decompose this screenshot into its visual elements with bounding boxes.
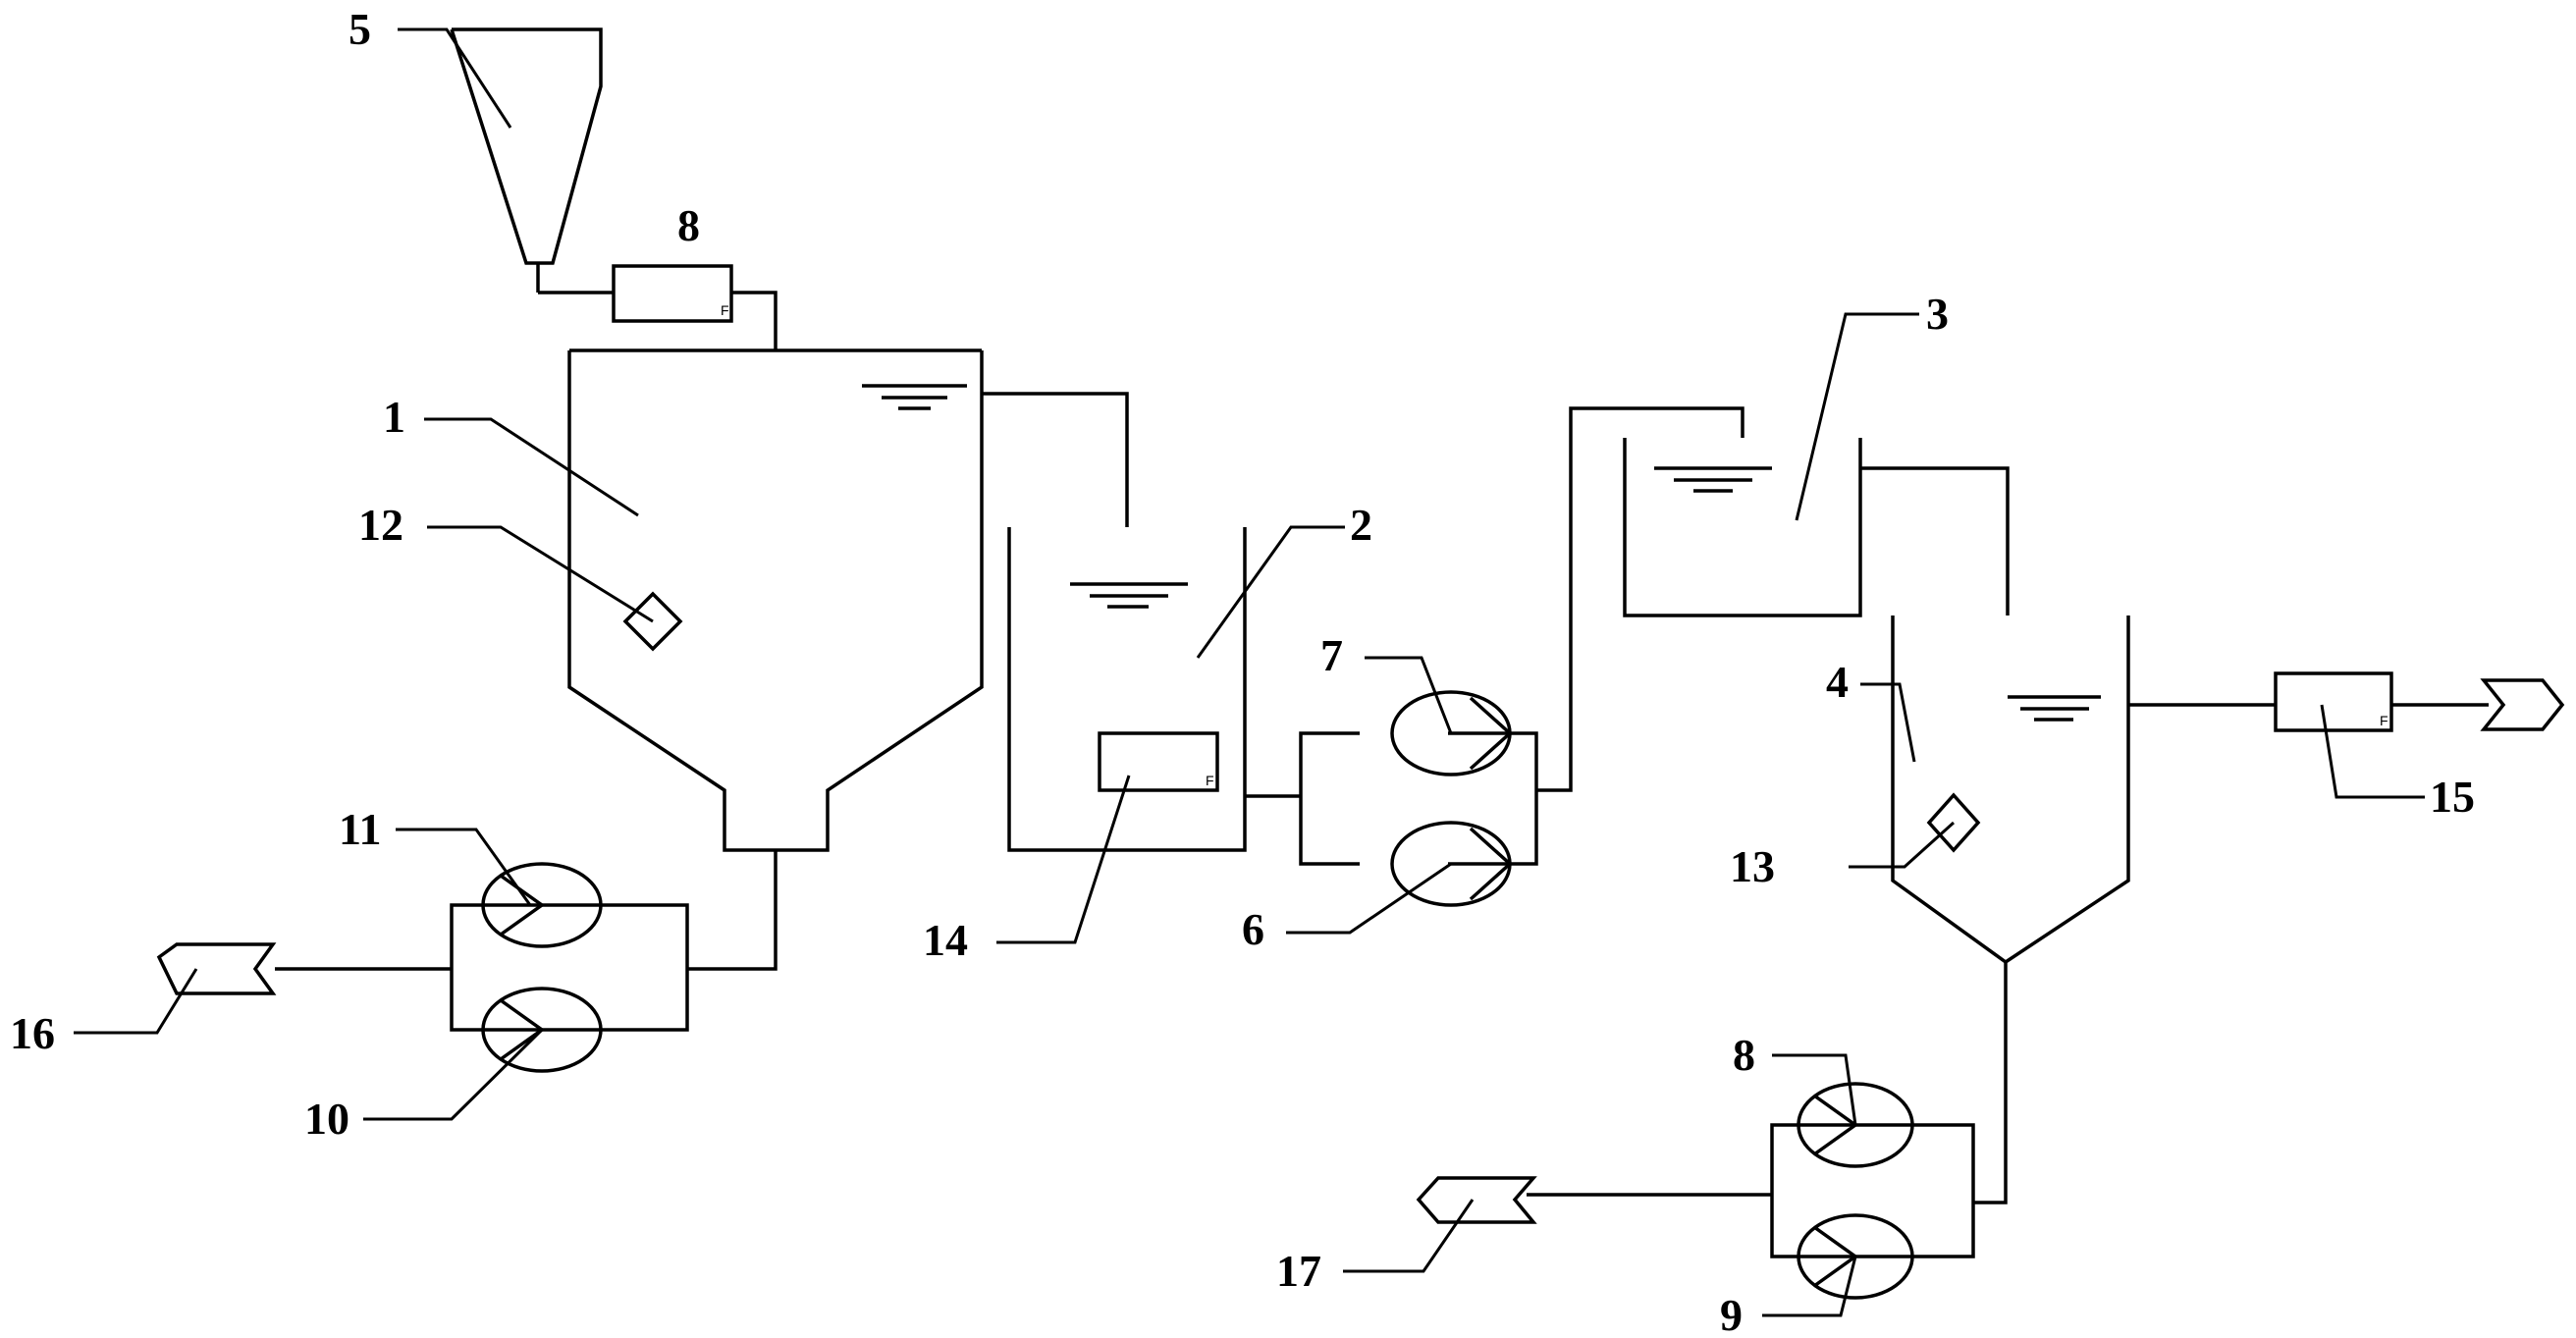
pump-group-8-9 [1527, 1082, 1975, 1300]
tank-4 [1891, 615, 2130, 965]
label-16: 16 [10, 1008, 55, 1058]
outlet-arrow-17 [1416, 1176, 1537, 1224]
label-9: 9 [1720, 1290, 1743, 1338]
meter-mark-15: F [2380, 713, 2388, 728]
pipe-tank3-to-tank4 [1860, 466, 2010, 615]
label-15: 15 [2430, 772, 2475, 822]
sensor-13 [1926, 792, 1981, 853]
pump-9 [1797, 1213, 1914, 1300]
pipe-tank1-to-tank2 [982, 392, 1129, 527]
label-12: 12 [358, 500, 403, 550]
leader-lines [74, 27, 2425, 1317]
label-4: 4 [1826, 657, 1849, 707]
label-8-bottom: 8 [1733, 1030, 1755, 1080]
label-10: 10 [304, 1094, 349, 1144]
outlet-arrow-15 [2480, 678, 2565, 731]
pump-10 [481, 987, 603, 1073]
pump-8 [1797, 1082, 1914, 1168]
meter-14 [1098, 731, 1219, 792]
tank-3 [1623, 438, 1862, 617]
flow-meter-8-top: F [612, 264, 733, 323]
sensor-12 [622, 591, 683, 652]
number-labels: 5 8 1 12 2 3 7 6 14 11 10 16 4 13 15 8 9… [10, 4, 2475, 1338]
outlet-arrow-16 [156, 942, 277, 995]
label-1: 1 [383, 392, 405, 442]
meter-mark-8: F [721, 302, 729, 318]
label-17: 17 [1276, 1246, 1321, 1296]
meter-15 [2274, 671, 2393, 732]
pump-group-6-7 [1299, 690, 1538, 907]
label-14: 14 [923, 915, 968, 965]
label-7: 7 [1320, 630, 1343, 680]
label-5: 5 [349, 4, 371, 54]
pipe-tank1-bottom-outlet [687, 850, 778, 971]
meter-mark-14: F [1206, 773, 1214, 788]
hopper-5 [450, 27, 603, 293]
label-2: 2 [1350, 500, 1372, 550]
pipe-tank4-bottom-outlet [1973, 962, 2008, 1204]
pipe-pumps-to-tank3 [1536, 406, 1744, 792]
label-6: 6 [1242, 904, 1264, 954]
tank-2: F [1007, 527, 1247, 852]
feed-pipe-hopper-to-tank1 [538, 291, 778, 350]
tank-1 [567, 348, 984, 852]
label-8-top: 8 [677, 200, 700, 250]
pump-11 [481, 862, 603, 948]
label-13: 13 [1730, 841, 1775, 891]
label-11: 11 [339, 804, 381, 854]
pump-group-10-11 [275, 862, 689, 1073]
label-3: 3 [1926, 289, 1949, 339]
